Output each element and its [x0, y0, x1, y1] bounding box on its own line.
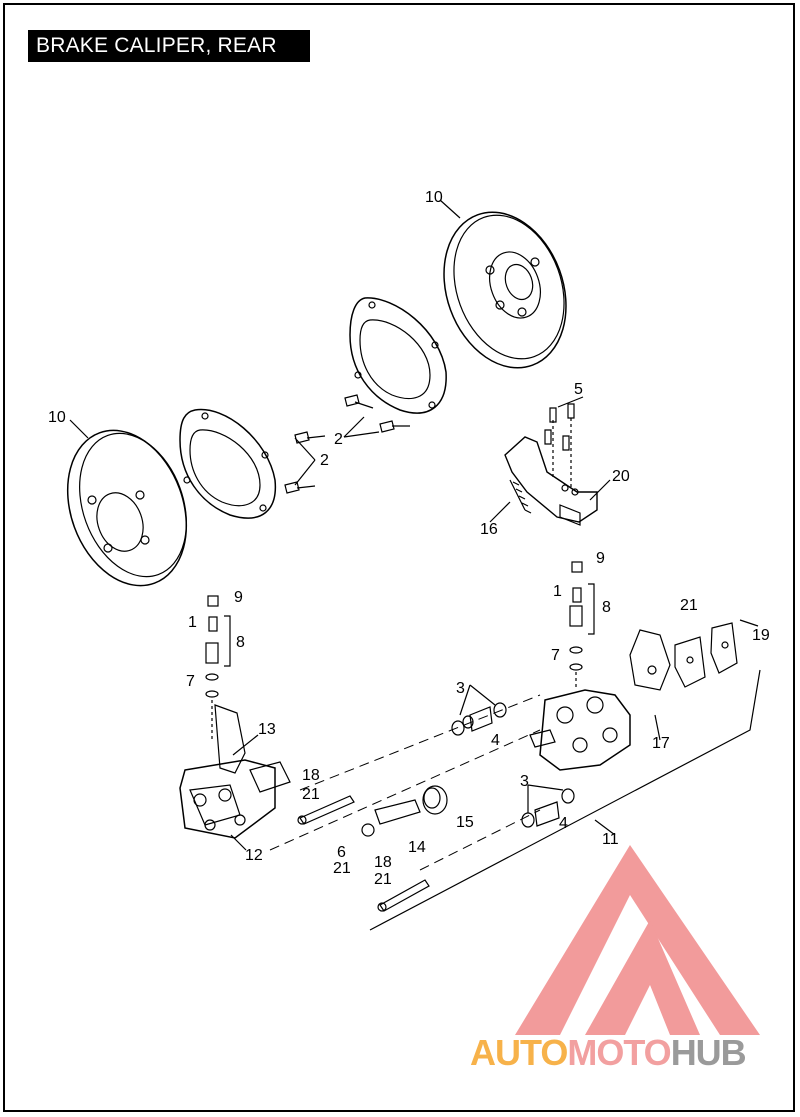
- bleeder-fitting-stack-left: [205, 595, 219, 740]
- callout-15: 15: [456, 814, 474, 831]
- watermark-logo-icon: [515, 845, 760, 1035]
- page-frame: [3, 3, 795, 1112]
- watermark-brand: AUTOMOTOHUB: [470, 1032, 747, 1074]
- callout-21-middle: 21: [333, 860, 351, 877]
- caliper-assembly-left: [179, 704, 291, 839]
- callout-7-right: 7: [551, 647, 560, 664]
- caliper-pin-bolts: [297, 795, 430, 912]
- callout-2-upper: 2: [334, 431, 343, 448]
- callout-19: 19: [752, 627, 770, 644]
- callout-12: 12: [245, 847, 263, 864]
- piston-boot: [422, 785, 448, 815]
- callout-10-lower: 10: [48, 409, 66, 426]
- callout-8-right: 8: [602, 599, 611, 616]
- callout-6: 6: [337, 844, 346, 861]
- callout-9-left: 9: [234, 589, 243, 606]
- brake-rotor-lower: [66, 429, 188, 587]
- callout-3-lower: 3: [520, 773, 529, 790]
- page-title: BRAKE CALIPER, REAR: [28, 30, 310, 62]
- callout-2-lower: 2: [320, 452, 329, 469]
- caliper-bracket-mount: [504, 403, 598, 526]
- watermark-part-hub: HUB: [670, 1032, 747, 1073]
- rotor-gasket-lower: [179, 408, 277, 519]
- watermark-part-moto: MOTO: [567, 1032, 671, 1073]
- callout-1-right: 1: [553, 583, 562, 600]
- bleeder-fitting-stack-right: [569, 561, 583, 690]
- callout-1-left: 1: [188, 614, 197, 631]
- callout-16: 16: [480, 521, 498, 538]
- callout-4-upper: 4: [491, 732, 500, 749]
- callout-18-upper: 18: [302, 767, 320, 784]
- watermark-part-auto: AUTO: [470, 1032, 568, 1073]
- callout-18-lower: 18: [374, 854, 392, 871]
- callout-4-lower: 4: [559, 815, 568, 832]
- callout-17: 17: [652, 735, 670, 752]
- callout-21-right: 21: [680, 597, 698, 614]
- callout-8-left: 8: [236, 634, 245, 651]
- callout-20: 20: [612, 468, 630, 485]
- actuating-lever: [361, 799, 421, 837]
- brake-rotor-upper: [443, 211, 567, 369]
- return-spring: [509, 479, 532, 514]
- pad-shim: [629, 629, 671, 691]
- rotor-bolts: [284, 394, 410, 494]
- callout-9-right: 9: [596, 550, 605, 567]
- rotor-gasket-upper: [349, 297, 447, 414]
- callout-3-upper: 3: [456, 680, 465, 697]
- callout-21-lower: 21: [374, 871, 392, 888]
- callout-13: 13: [258, 721, 276, 738]
- callout-11: 11: [602, 831, 619, 848]
- brake-pads: [674, 622, 738, 688]
- callout-7-left: 7: [186, 673, 195, 690]
- callout-21-upper: 21: [302, 786, 320, 803]
- callout-10-upper: 10: [425, 189, 443, 206]
- caliper-bushings: [451, 702, 575, 828]
- callout-5: 5: [574, 381, 583, 398]
- callout-14: 14: [408, 839, 426, 856]
- caliper-assembly-right: [529, 689, 631, 771]
